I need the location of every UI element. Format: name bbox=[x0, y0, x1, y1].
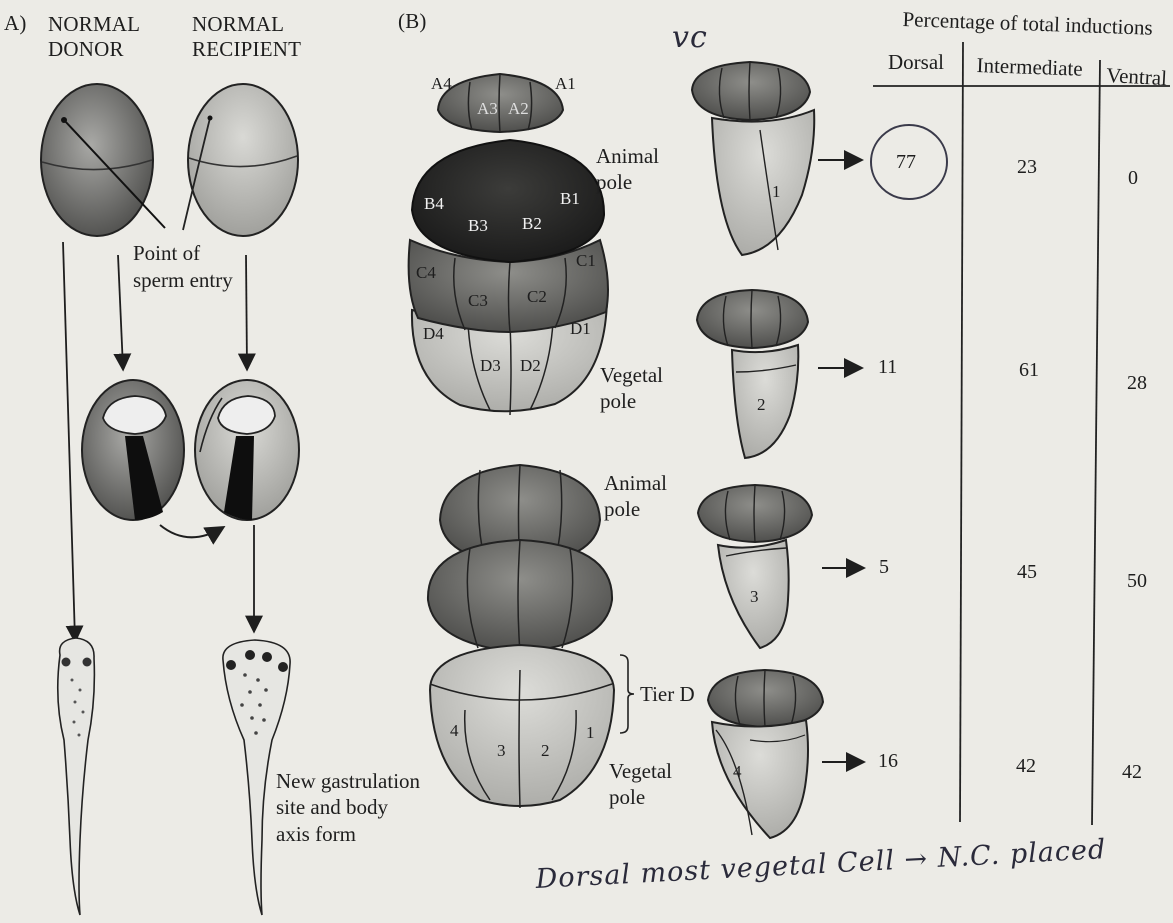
explant-row-4 bbox=[708, 670, 823, 838]
row-2-ventral: 28 bbox=[1127, 373, 1147, 394]
tier-d-cell-4: 4 bbox=[450, 722, 459, 740]
explant-row-2 bbox=[697, 290, 808, 458]
donor-tadpole bbox=[58, 638, 95, 915]
panel-b-top-embryo bbox=[409, 74, 608, 415]
donor-long-arrow bbox=[63, 242, 75, 640]
donor-title: NORMAL DONOR bbox=[48, 12, 140, 62]
cell-label-d4: D4 bbox=[423, 325, 444, 343]
cell-label-c1: C1 bbox=[576, 252, 596, 270]
recipient-title: NORMAL RECIPIENT bbox=[192, 12, 301, 62]
row-1-ventral: 0 bbox=[1128, 168, 1138, 189]
column-header-dorsal: Dorsal bbox=[888, 51, 944, 73]
cell-label-d2: D2 bbox=[520, 357, 541, 375]
tier-d-cell-3: 3 bbox=[497, 742, 506, 760]
explant-3-number: 3 bbox=[750, 588, 759, 606]
row-4-intermediate: 42 bbox=[1016, 756, 1036, 777]
explant-4-number: 4 bbox=[733, 763, 742, 781]
panel-b-label: (B) bbox=[398, 10, 427, 32]
cell-label-a3: A3 bbox=[477, 100, 498, 118]
tier-d-cell-2: 2 bbox=[541, 742, 550, 760]
recipient-blastula bbox=[195, 380, 299, 520]
row-3-dorsal: 5 bbox=[879, 557, 889, 578]
cell-label-a4: A4 bbox=[431, 75, 452, 93]
cell-label-a1: A1 bbox=[555, 75, 576, 93]
row-2-dorsal: 11 bbox=[878, 357, 897, 378]
row-2-intermediate: 61 bbox=[1019, 360, 1039, 381]
transplant-arrow bbox=[160, 525, 222, 537]
explant-1-number: 1 bbox=[772, 183, 781, 201]
recipient-short-arrow bbox=[246, 255, 247, 368]
cell-label-b2: B2 bbox=[522, 215, 542, 233]
gastrulation-label: New gastrulation site and body axis form bbox=[276, 768, 420, 847]
cell-label-b1: B1 bbox=[560, 190, 580, 208]
column-header-ventral: Ventral bbox=[1106, 64, 1168, 89]
top-animal-pole-label: Animal pole bbox=[596, 143, 659, 196]
bottom-animal-pole-label: Animal pole bbox=[604, 470, 667, 523]
column-header-intermediate: Intermediate bbox=[976, 54, 1083, 80]
cell-label-d3: D3 bbox=[480, 357, 501, 375]
explant-2-number: 2 bbox=[757, 396, 766, 414]
donor-egg bbox=[41, 84, 165, 236]
recipient-egg bbox=[183, 84, 298, 236]
table-column-rule-1 bbox=[960, 42, 963, 822]
bottom-vegetal-pole-label: Vegetal pole bbox=[609, 758, 672, 811]
sperm-entry-label: Point of sperm entry bbox=[133, 240, 233, 295]
row-4-ventral: 42 bbox=[1122, 762, 1142, 783]
row-1-intermediate: 23 bbox=[1017, 157, 1037, 178]
top-vegetal-pole-label: Vegetal pole bbox=[600, 362, 663, 415]
row-3-intermediate: 45 bbox=[1017, 562, 1037, 583]
explant-row-3 bbox=[698, 485, 812, 648]
cell-label-a2: A2 bbox=[508, 100, 529, 118]
row-1-dorsal: 77 bbox=[896, 152, 916, 173]
panel-a-label: A) bbox=[4, 12, 27, 34]
tier-d-label: Tier D bbox=[640, 683, 695, 705]
panel-a-artwork bbox=[41, 84, 299, 915]
table-column-rule-2 bbox=[1092, 60, 1100, 825]
explant-row-1 bbox=[692, 62, 814, 255]
tier-d-cell-1: 1 bbox=[586, 724, 595, 742]
cell-label-c3: C3 bbox=[468, 292, 488, 310]
donor-short-arrow bbox=[118, 255, 123, 368]
cell-label-b4: B4 bbox=[424, 195, 444, 213]
row-4-dorsal: 16 bbox=[878, 751, 898, 772]
cell-label-b3: B3 bbox=[468, 217, 488, 235]
cell-label-c2: C2 bbox=[527, 288, 547, 306]
handwritten-scribble: vc bbox=[672, 22, 708, 54]
cell-label-c4: C4 bbox=[416, 264, 436, 282]
donor-blastula bbox=[82, 380, 184, 520]
cell-label-d1: D1 bbox=[570, 320, 591, 338]
row-3-ventral: 50 bbox=[1127, 571, 1147, 592]
